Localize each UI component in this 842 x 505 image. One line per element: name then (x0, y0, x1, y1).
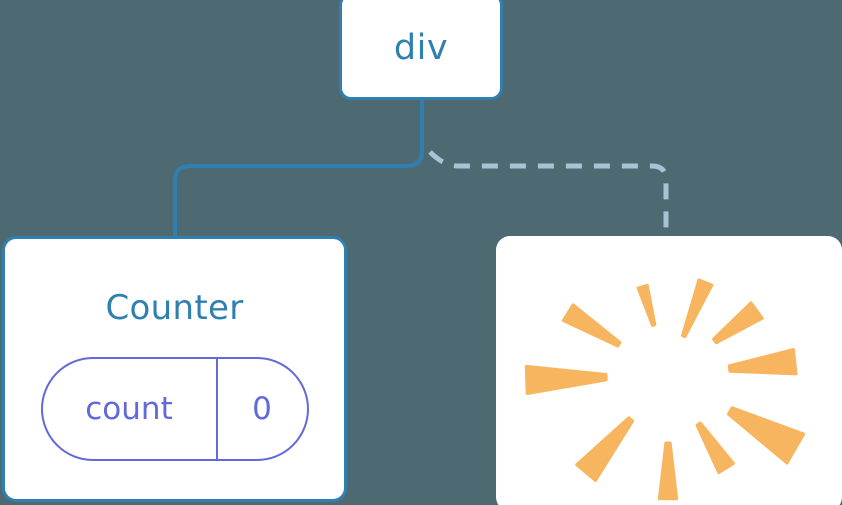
edge-div-to-burst (428, 150, 669, 238)
burst-icon (524, 278, 806, 501)
node-div[interactable]: div (339, 0, 503, 100)
node-counter-label: Counter (105, 288, 244, 328)
burst-ray-3 (726, 406, 806, 465)
burst-ray-0 (681, 278, 714, 339)
prop-name: count (85, 390, 173, 427)
burst-ray-2 (727, 347, 798, 376)
burst-ray-5 (657, 441, 679, 501)
node-div-label: div (393, 28, 449, 68)
burst-ray-8 (561, 303, 622, 348)
burst-ray-9 (636, 283, 657, 327)
node-counter[interactable]: Counter count 0 (2, 236, 347, 502)
burst-ray-1 (712, 301, 764, 345)
burst-ray-6 (575, 416, 635, 482)
prop-value: 0 (252, 390, 272, 427)
prop-pill-count[interactable]: count 0 (40, 357, 309, 461)
node-burst[interactable] (496, 236, 842, 505)
prop-divider (215, 359, 218, 459)
burst-ray-7 (524, 364, 608, 396)
burst-ray-4 (695, 421, 735, 475)
edge-div-to-counter (173, 100, 424, 237)
